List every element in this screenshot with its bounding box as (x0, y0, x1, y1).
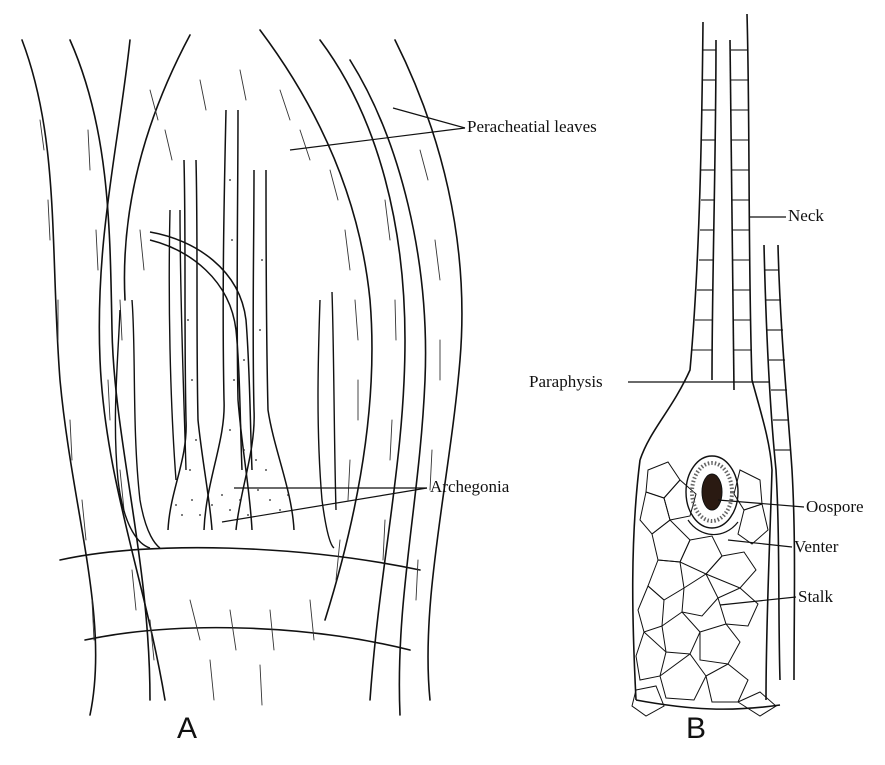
label-neck: Neck (788, 206, 824, 226)
archegonium-b (633, 14, 795, 709)
panel-letter-a: A (177, 712, 197, 746)
label-peracheatial-leaves: Peracheatial leaves (467, 117, 597, 137)
cell-walls (692, 50, 791, 450)
label-oospore: Oospore (806, 497, 864, 517)
label-paraphysis: Paraphysis (529, 372, 603, 392)
label-archegonia: Archegonia (430, 477, 509, 497)
panel-letter-b: B (686, 712, 706, 746)
label-venter: Venter (794, 537, 838, 557)
label-stalk: Stalk (798, 587, 833, 607)
oospore (686, 456, 738, 535)
